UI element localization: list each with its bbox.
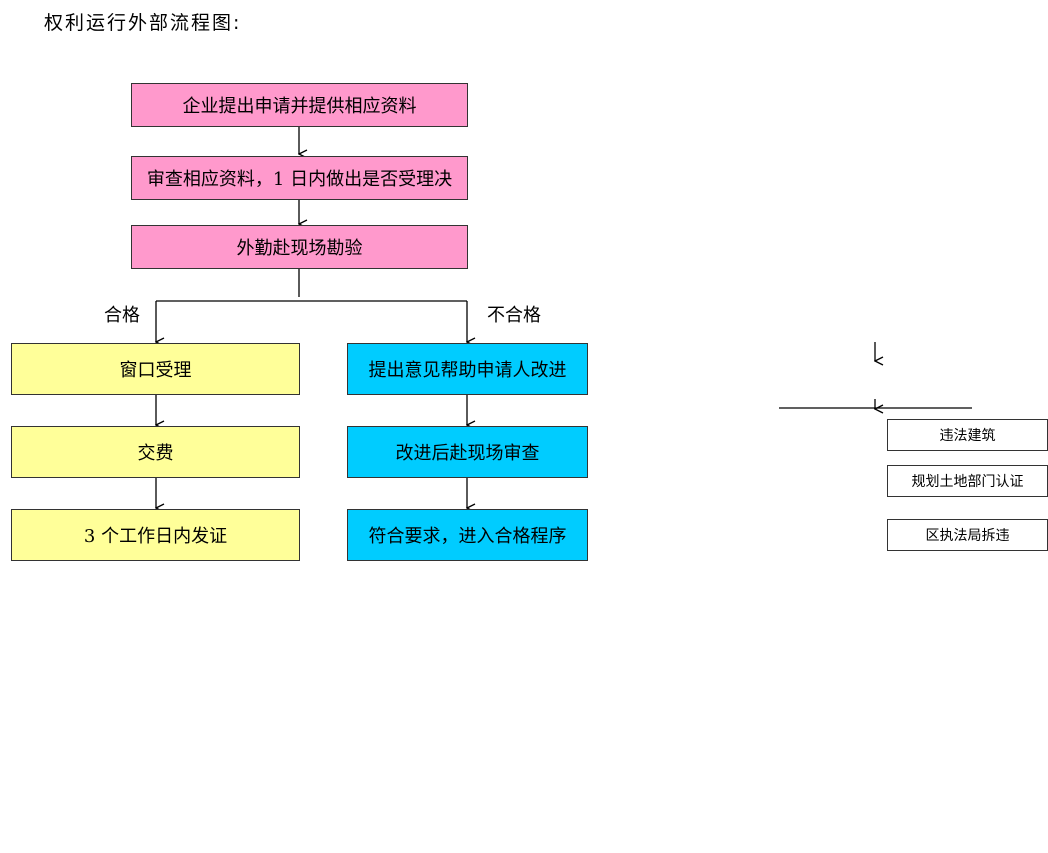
page-title: 权利运行外部流程图: — [44, 12, 242, 34]
fail-step-reinspection: 改进后赴现场审查 — [347, 426, 588, 478]
branch-pass-label: 合格 — [104, 305, 140, 326]
side-box-planning-certification: 规划土地部门认证 — [887, 465, 1048, 497]
fail-step-enter-pass-process: 符合要求，进入合格程序 — [347, 509, 588, 561]
fail-step-suggest-improvement: 提出意见帮助申请人改进 — [347, 343, 588, 395]
pass-step-issue-certificate: 3 个工作日内发证 — [11, 509, 300, 561]
step-review-materials: 审查相应资料，1 日内做出是否受理决 — [131, 156, 468, 200]
side-box-demolition: 区执法局拆违 — [887, 519, 1048, 551]
pass-step-window-accept: 窗口受理 — [11, 343, 300, 395]
step-submit-application: 企业提出申请并提供相应资料 — [131, 83, 468, 127]
branch-fail-label: 不合格 — [487, 305, 541, 326]
side-box-illegal-building: 违法建筑 — [887, 419, 1048, 451]
step-site-inspection: 外勤赴现场勘验 — [131, 225, 468, 269]
pass-step-payment: 交费 — [11, 426, 300, 478]
